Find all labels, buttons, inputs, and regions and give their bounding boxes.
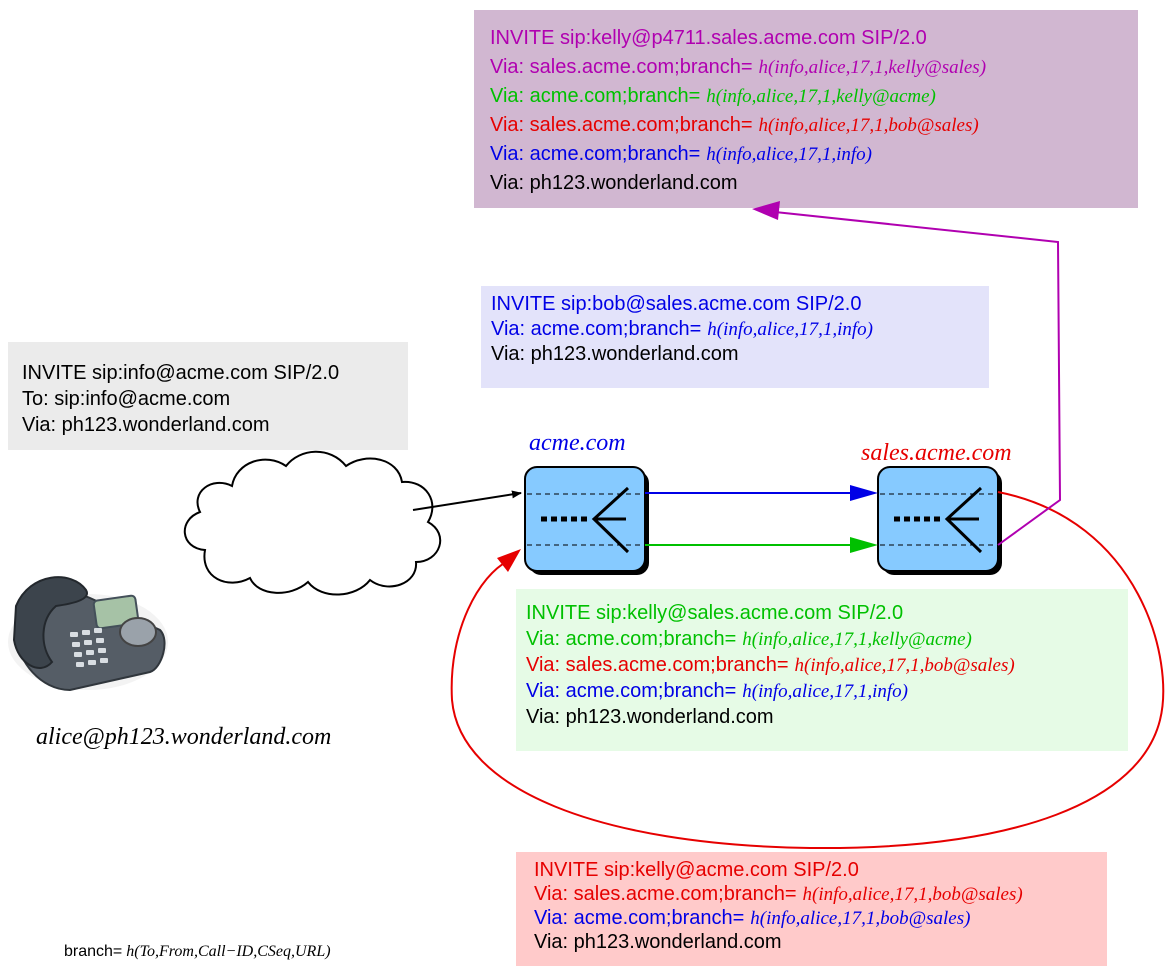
box2-line-2: Via: ph123.wonderland.com xyxy=(491,343,739,365)
acme-label: acme.com xyxy=(529,430,626,456)
box5-line-0: INVITE sip:kelly@acme.com SIP/2.0 xyxy=(534,859,859,881)
box5-line-2: Via: acme.com;branch=h(info,alice,17,1,b… xyxy=(534,907,970,930)
box1-line-0: INVITE sip:info@acme.com SIP/2.0 xyxy=(22,362,339,384)
box3-line-1-hash: h(info,alice,17,1,kelly@sales) xyxy=(758,57,987,78)
cloud-icon xyxy=(183,450,441,596)
sales-label: sales.acme.com xyxy=(861,440,1012,466)
box4-line-3: Via: acme.com;branch=h(info,alice,17,1,i… xyxy=(526,680,908,703)
box3-line-0: INVITE sip:kelly@p4711.sales.acme.com SI… xyxy=(490,27,927,49)
box5-line-1: Via: sales.acme.com;branch=h(info,alice,… xyxy=(534,883,1023,906)
alice-label: alice@ph123.wonderland.com xyxy=(36,724,332,750)
arrowhead-green xyxy=(850,537,878,553)
box3-line-2-label: Via: acme.com;branch= xyxy=(490,85,701,107)
arrow-cloud-to-acme xyxy=(412,490,522,511)
box3-line-4-label: Via: acme.com;branch= xyxy=(490,143,701,165)
box1-line-2-label: Via: ph123.wonderland.com xyxy=(22,414,270,436)
box5-line-2-label: Via: acme.com;branch= xyxy=(534,907,745,929)
box1-line-2: Via: ph123.wonderland.com xyxy=(22,414,270,436)
box5-line-0-label: INVITE sip:kelly@acme.com SIP/2.0 xyxy=(534,859,859,881)
box3-line-4-hash: h(info,alice,17,1,info) xyxy=(706,144,872,165)
box5-line-1-hash: h(info,alice,17,1,bob@sales) xyxy=(802,884,1023,905)
box2-line-1-label: Via: acme.com;branch= xyxy=(491,318,702,340)
box5-line-1-label: Via: sales.acme.com;branch= xyxy=(534,883,797,905)
box5-line-2-hash: h(info,alice,17,1,bob@sales) xyxy=(750,908,971,929)
box4-line-0: INVITE sip:kelly@sales.acme.com SIP/2.0 xyxy=(526,602,903,624)
box4-line-1-label: Via: acme.com;branch= xyxy=(526,628,737,650)
arrowhead-red xyxy=(497,549,521,572)
box4-line-1: Via: acme.com;branch=h(info,alice,17,1,k… xyxy=(526,628,972,651)
arrow-sales-loop-red xyxy=(450,491,1165,850)
box5-line-3-label: Via: ph123.wonderland.com xyxy=(534,931,782,953)
box4-line-0-label: INVITE sip:kelly@sales.acme.com SIP/2.0 xyxy=(526,602,904,624)
arrow-sales-to-p4711-magenta xyxy=(774,211,1062,546)
box4-line-2-label: Via: sales.acme.com;branch= xyxy=(526,654,789,676)
box5-line-3: Via: ph123.wonderland.com xyxy=(534,931,782,953)
box2-line-2-label: Via: ph123.wonderland.com xyxy=(491,343,739,365)
proxy-sales xyxy=(877,466,1002,575)
proxy-acme xyxy=(524,466,649,575)
box3-line-2-hash: h(info,alice,17,1,kelly@acme) xyxy=(706,86,936,107)
arrowhead-magenta xyxy=(752,201,780,220)
box1-line-0-label: INVITE sip:info@acme.com SIP/2.0 xyxy=(22,362,340,384)
box2-line-1-hash: h(info,alice,17,1,info) xyxy=(707,319,873,340)
box4-line-2: Via: sales.acme.com;branch=h(info,alice,… xyxy=(526,654,1015,677)
box3-line-5-label: Via: ph123.wonderland.com xyxy=(490,172,738,194)
box4-line-2-hash: h(info,alice,17,1,bob@sales) xyxy=(794,655,1015,676)
branch-formula-label: branch= xyxy=(64,943,123,960)
box3-line-3: Via: sales.acme.com;branch=h(info,alice,… xyxy=(490,114,979,137)
box4-line-3-hash: h(info,alice,17,1,info) xyxy=(742,681,908,702)
box3-line-1-label: Via: sales.acme.com;branch= xyxy=(490,56,753,78)
box4-line-4: Via: ph123.wonderland.com xyxy=(526,706,774,728)
telephone-icon xyxy=(8,576,168,692)
branch-formula-hash: h(To,From,Call−ID,CSeq,URL) xyxy=(126,943,331,960)
box3-line-0-label: INVITE sip:kelly@p4711.sales.acme.com SI… xyxy=(490,27,927,49)
message-box-purple: INVITE sip:kelly@p4711.sales.acme.com SI… xyxy=(474,10,1138,208)
box2-line-1: Via: acme.com;branch=h(info,alice,17,1,i… xyxy=(491,318,873,341)
box3-line-1: Via: sales.acme.com;branch=h(info,alice,… xyxy=(490,56,986,79)
box3-line-2: Via: acme.com;branch=h(info,alice,17,1,k… xyxy=(490,85,936,108)
box1-line-1: To: sip:info@acme.com xyxy=(22,388,230,410)
box3-line-4: Via: acme.com;branch=h(info,alice,17,1,i… xyxy=(490,143,872,166)
box2-line-0: INVITE sip:bob@sales.acme.com SIP/2.0 xyxy=(491,293,861,315)
box2-line-0-label: INVITE sip:bob@sales.acme.com SIP/2.0 xyxy=(491,293,862,315)
box1-line-1-label: To: sip:info@acme.com xyxy=(22,388,231,410)
box3-line-3-label: Via: sales.acme.com;branch= xyxy=(490,114,753,136)
arrowhead-blue xyxy=(850,485,878,501)
box4-line-3-label: Via: acme.com;branch= xyxy=(526,680,737,702)
box3-line-3-hash: h(info,alice,17,1,bob@sales) xyxy=(758,115,979,136)
box4-line-4-label: Via: ph123.wonderland.com xyxy=(526,706,774,728)
box4-line-1-hash: h(info,alice,17,1,kelly@acme) xyxy=(742,629,972,650)
box3-line-5: Via: ph123.wonderland.com xyxy=(490,172,738,194)
branch-formula: branch=h(To,From,Call−ID,CSeq,URL) xyxy=(64,943,331,961)
